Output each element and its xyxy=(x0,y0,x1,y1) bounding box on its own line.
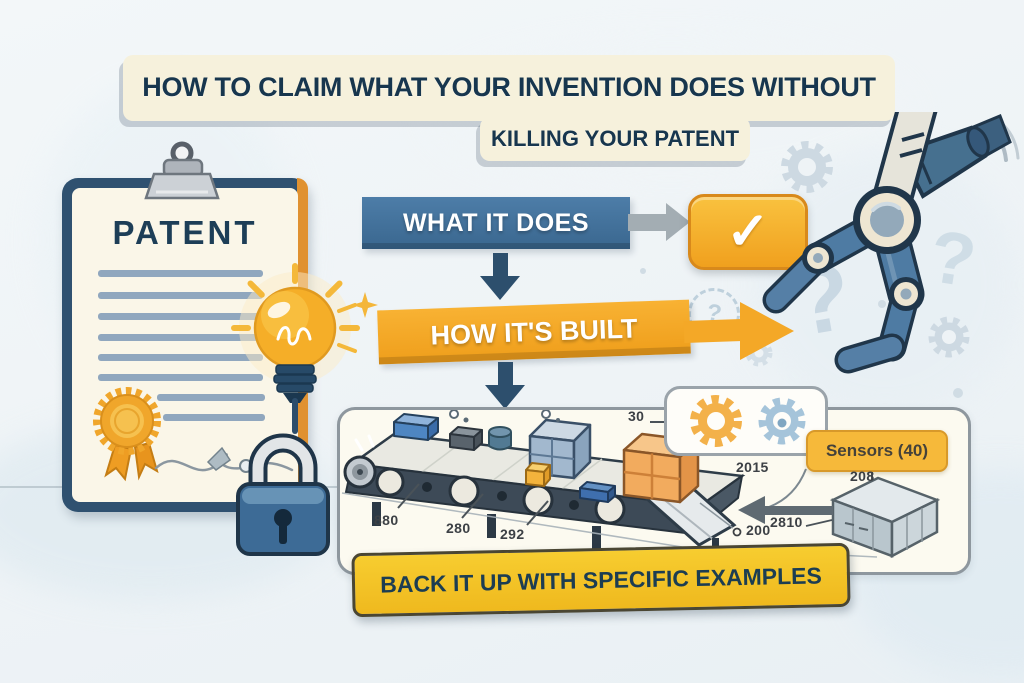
dot-doodle xyxy=(953,388,963,398)
title-line1: HOW TO CLAIM WHAT YOUR INVENTION DOES WI… xyxy=(142,72,876,102)
sensors-tag: Sensors (40) xyxy=(806,430,948,472)
patent-text-line xyxy=(98,334,263,341)
part-number: 208 xyxy=(850,468,875,484)
padlock-icon xyxy=(236,433,330,556)
step1-banner: WHAT IT DOES xyxy=(362,197,630,249)
down-arrow xyxy=(498,362,513,386)
patent-text-line xyxy=(98,374,263,381)
patent-text-line xyxy=(98,313,263,320)
step1-label: WHAT IT DOES xyxy=(402,208,590,237)
gear-doodle xyxy=(928,316,970,358)
patent-text-line xyxy=(98,354,263,361)
step1-arrow xyxy=(628,214,668,231)
down-arrow-head xyxy=(485,385,525,409)
down-arrow-head xyxy=(480,276,520,300)
bulb-cord xyxy=(292,398,298,434)
patent-text-line xyxy=(98,292,263,299)
patent-text-line xyxy=(98,270,263,277)
part-number: 2015 xyxy=(736,459,769,475)
step2-label: HOW IT'S BUILT xyxy=(430,312,638,351)
dot-doodle xyxy=(878,300,886,308)
title-banner xyxy=(123,55,895,121)
step2-banner: HOW IT'S BUILT xyxy=(377,299,691,365)
part-number: 280 xyxy=(446,520,471,536)
lightbulb-icon xyxy=(231,263,360,403)
dot-doodle xyxy=(640,268,646,274)
patent-heading: PATENT xyxy=(112,214,258,251)
part-number: 2810 xyxy=(770,514,803,530)
title-line2: KILLING YOUR PATENT xyxy=(490,126,740,151)
conveyor-belt-figure xyxy=(343,410,746,556)
patent-text-line xyxy=(163,414,265,421)
checkmark-box: ✓ xyxy=(688,194,808,270)
step2-arrow xyxy=(683,318,743,344)
step3-label: BACK IT UP WITH SPECIFIC EXAMPLES xyxy=(379,561,823,598)
part-number: 200 xyxy=(746,522,771,538)
step3-banner: BACK IT UP WITH SPECIFIC EXAMPLES xyxy=(351,542,851,618)
checkmark-icon: ✓ xyxy=(726,203,770,261)
title-banner-line2-box xyxy=(480,117,750,161)
part-number: 30 xyxy=(628,408,645,424)
sensors-tag-label: Sensors (40) xyxy=(825,441,929,460)
sparkle-icon xyxy=(352,292,378,318)
gear-doodle xyxy=(781,141,833,193)
gear-icons xyxy=(690,395,806,447)
gold-seal xyxy=(93,387,161,482)
part-number: 880 xyxy=(374,512,399,528)
robot-arm-illustration xyxy=(762,112,1020,374)
step1-arrow-head xyxy=(666,203,690,241)
step2-arrow-head xyxy=(740,302,794,360)
diagram-annotations xyxy=(341,421,941,559)
part-number: 292 xyxy=(500,526,525,542)
clipboard-clip xyxy=(144,141,220,200)
gear-unit-box xyxy=(664,386,828,456)
patent-text-line xyxy=(157,394,265,401)
down-arrow xyxy=(493,253,508,277)
